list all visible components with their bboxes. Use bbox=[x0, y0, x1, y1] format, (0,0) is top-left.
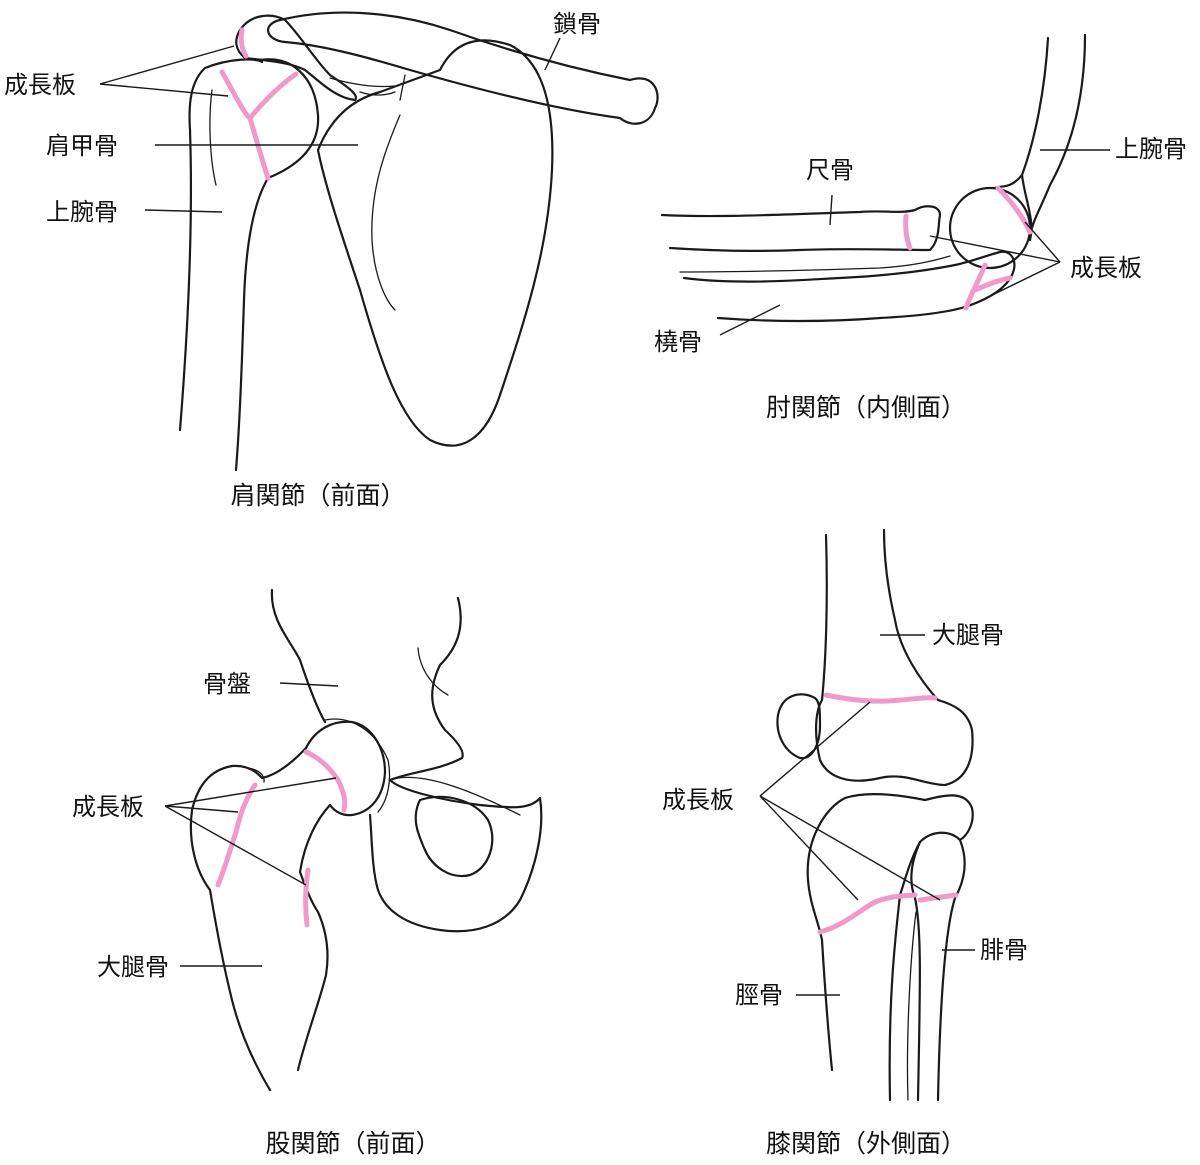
shoulder-leader-clavicle bbox=[544, 37, 561, 71]
pelvis-outline bbox=[270, 588, 543, 933]
scapula-outline bbox=[316, 39, 554, 447]
knee-label-femur: 大腿骨 bbox=[932, 621, 1004, 649]
knee-femur-outline bbox=[815, 528, 974, 787]
knee-growth-plate-femur bbox=[823, 692, 938, 704]
obturator-foramen bbox=[414, 795, 494, 878]
shoulder-caption: 肩関節（前面） bbox=[230, 481, 405, 510]
ulna-outline bbox=[660, 205, 942, 252]
hip-label-femur: 大腿骨 bbox=[97, 953, 169, 981]
tibia-inner-line bbox=[906, 911, 917, 1101]
knee-label-growth-plate: 成長板 bbox=[662, 786, 734, 814]
greater-trochanter-notch bbox=[247, 767, 265, 783]
acromion-outline bbox=[235, 14, 358, 102]
elbow-leader-ulna bbox=[829, 194, 833, 226]
humerus-groove bbox=[209, 89, 217, 186]
hip-caption: 股関節（前面） bbox=[265, 1129, 440, 1158]
patella-outline bbox=[776, 693, 822, 760]
radius-outline bbox=[682, 250, 1016, 323]
shoulder-label-growth-plate: 成長板 bbox=[4, 71, 76, 99]
hip-label-growth-plate: 成長板 bbox=[72, 793, 144, 821]
knee-growth-plate-tibia bbox=[817, 892, 918, 935]
hip-joint-figure: 骨盤 成長板 大腿骨 股関節（前面） bbox=[72, 588, 543, 1158]
acetabulum-rim bbox=[324, 718, 391, 813]
shoulder-leader-humerus bbox=[144, 209, 223, 213]
elbow-leader-radius bbox=[719, 304, 781, 336]
fibula-outline bbox=[910, 838, 966, 1102]
hip-growth-plate-head bbox=[303, 749, 348, 813]
knee-caption: 膝関節（外側面） bbox=[766, 1129, 966, 1158]
hip-leader-growth-plate bbox=[164, 777, 337, 886]
shoulder-growth-plate-acromion bbox=[238, 27, 249, 59]
shoulder-growth-plate-humerus bbox=[219, 69, 299, 181]
coracoid-outline bbox=[329, 74, 406, 101]
humerus-head-outline bbox=[258, 58, 320, 180]
elbow-label-growth-plate: 成長板 bbox=[1070, 254, 1142, 282]
scapula-ridge bbox=[371, 114, 401, 311]
femur-outline bbox=[189, 746, 332, 1092]
elbow-label-humerus: 上腕骨 bbox=[1115, 135, 1187, 163]
humerus-outline bbox=[178, 58, 270, 472]
elbow-caption: 肘関節（内側面） bbox=[766, 393, 966, 422]
elbow-growth-plate-radius bbox=[963, 262, 1013, 311]
elbow-label-ulna: 尺骨 bbox=[806, 156, 854, 184]
hip-growth-plate-trochanter bbox=[215, 782, 258, 888]
pelvis-inner-curve bbox=[389, 647, 521, 816]
tibia-outline bbox=[806, 792, 974, 1102]
hip-label-pelvis: 骨盤 bbox=[203, 670, 251, 698]
elbow-growth-plate-humerus bbox=[995, 185, 1033, 235]
clavicle-outline bbox=[267, 11, 659, 125]
femoral-head-outline bbox=[304, 720, 387, 817]
shoulder-leader-growth-plate bbox=[99, 45, 235, 97]
knee-joint-figure: 大腿骨 成長板 腓骨 脛骨 膝関節（外側面） bbox=[662, 528, 1028, 1158]
elbow-growth-plate-ulna bbox=[903, 213, 913, 251]
shoulder-label-clavicle: 鎖骨 bbox=[553, 10, 601, 38]
elbow-label-radius: 橈骨 bbox=[654, 328, 702, 356]
knee-label-tibia: 脛骨 bbox=[735, 981, 783, 1009]
ulna-inner bbox=[679, 255, 951, 273]
knee-label-fibula: 腓骨 bbox=[980, 936, 1028, 964]
elbow-humerus-outline bbox=[1020, 33, 1087, 242]
knee-growth-plate-fibula bbox=[917, 892, 959, 903]
elbow-joint-figure: 上腕骨 尺骨 成長板 橈骨 肘関節（内側面） bbox=[654, 33, 1187, 422]
shoulder-label-humerus: 上腕骨 bbox=[46, 198, 118, 226]
elbow-leader-growth-plate bbox=[929, 221, 1061, 301]
hip-leader-pelvis bbox=[279, 682, 339, 687]
hip-growth-plate-lesser bbox=[303, 867, 311, 928]
shoulder-label-scapula: 肩甲骨 bbox=[46, 132, 118, 160]
knee-leader-growth-plate bbox=[759, 701, 941, 901]
shoulder-joint-figure: 鎖骨 成長板 肩甲骨 上腕骨 肩関節（前面） bbox=[4, 10, 659, 510]
